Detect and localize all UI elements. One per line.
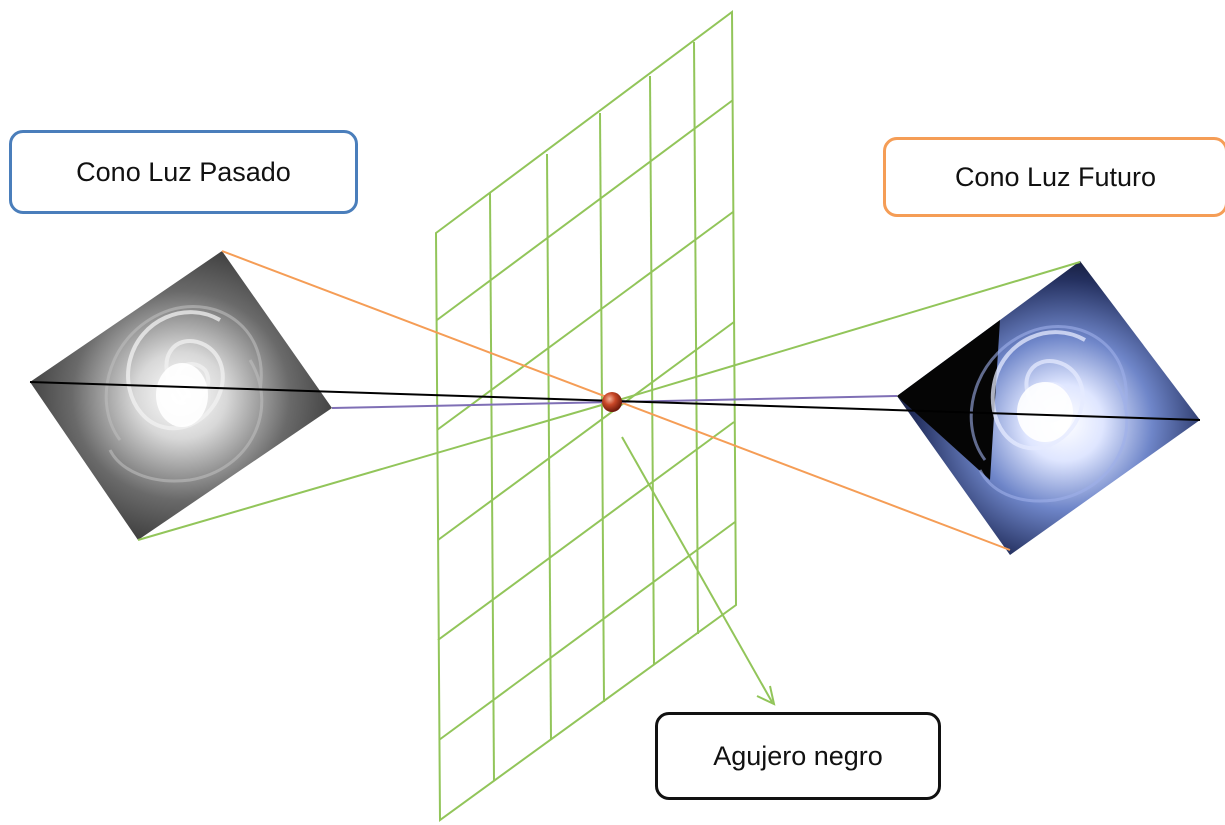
grid-vertical-line <box>693 41 699 635</box>
future-light-cone-label: Cono Luz Futuro <box>883 137 1225 217</box>
grid-vertical-line <box>599 112 605 703</box>
black-hole-text: Agujero negro <box>713 740 883 771</box>
black-hole-sphere-icon <box>602 392 622 412</box>
grid-horizontal-line <box>438 521 736 741</box>
past-light-cone-label: Cono Luz Pasado <box>9 130 358 214</box>
grid-horizontal-line <box>437 421 735 641</box>
green-light-ray-lower <box>137 401 613 541</box>
green-light-ray-upper <box>611 261 1081 403</box>
grid-vertical-line <box>546 153 552 741</box>
black-hole-label: Agujero negro <box>655 712 941 800</box>
grid-vertical-line <box>649 75 655 666</box>
grid-outline <box>434 10 738 822</box>
grid-vertical-line <box>489 192 495 782</box>
grid-horizontal-line <box>436 211 734 431</box>
grid-horizontal-line <box>437 321 735 541</box>
past-galaxy-icon <box>30 251 332 540</box>
future-galaxy-icon <box>897 261 1200 555</box>
future-light-cone-text: Cono Luz Futuro <box>954 161 1157 192</box>
black-hole-pointer-arrow <box>621 436 776 706</box>
spacetime-grid <box>434 10 738 822</box>
grid-horizontal-line <box>436 99 734 321</box>
past-light-cone-text: Cono Luz Pasado <box>76 156 291 187</box>
